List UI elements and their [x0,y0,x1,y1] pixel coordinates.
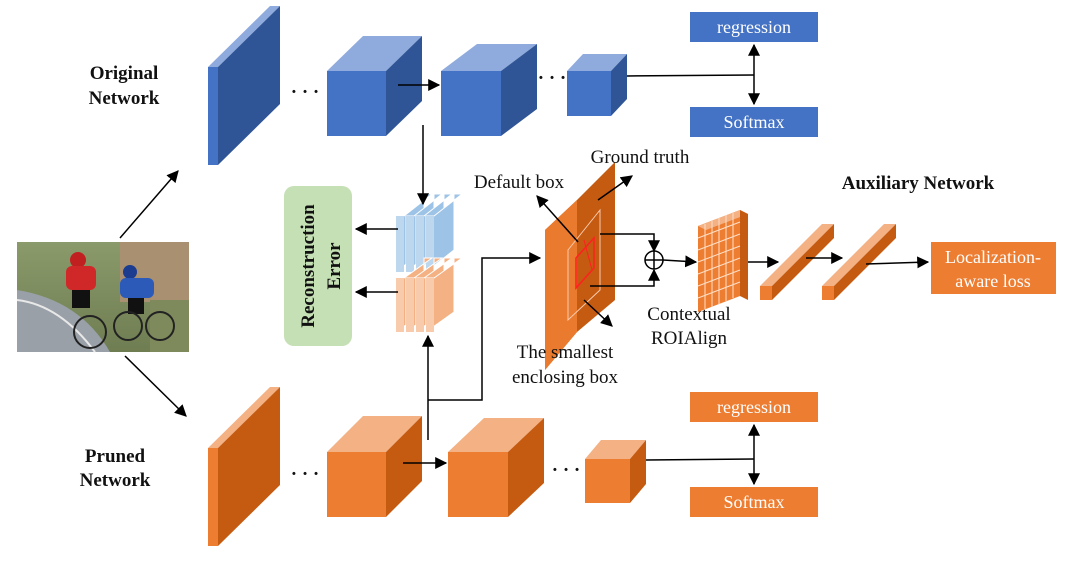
original-network-label-1: Original [90,63,159,84]
reconstruction-error-box [284,186,352,346]
arrow-image-to-original [119,170,179,239]
smallest-box-label-1: The smallest [517,342,614,363]
arrow-to-sum-bottom [590,268,660,287]
arrow-smallest-box [583,299,613,327]
auxiliary-network-label: Auxiliary Network [842,173,995,194]
auxiliary-fc-layers [760,224,896,300]
circled-plus-icon [644,250,664,270]
localization-loss-box [931,242,1056,294]
pruned-network-label-2: Network [80,470,151,491]
arrow-sum-to-grid [662,255,698,268]
arrow-default-box [536,195,579,243]
ground-truth-label: Ground truth [591,147,690,168]
softmax-label-top: Softmax [724,112,785,132]
arrow-fc2-to-loss [865,256,930,269]
contextual-label-2: ROIAlign [651,328,728,349]
softmax-label-bottom: Softmax [724,492,785,512]
ellipsis-bottom-1: · · · [291,464,320,485]
roi-feature-map [545,162,615,370]
feature-maps-original [395,193,464,274]
loss-label-2: aware loss [955,271,1030,291]
arrow-pruned-to-roi-map [428,252,542,401]
line-to-heads-bottom [645,458,755,461]
input-image [16,242,189,353]
original-network [208,6,627,165]
line-to-heads-top [626,74,755,77]
softmax-box-top [690,107,818,137]
regression-box-bottom [690,392,818,422]
original-network-label-2: Network [89,88,160,109]
arrow-image-to-pruned [124,355,187,417]
ellipsis-top-2: · · · [538,68,567,89]
contextual-label-1: Contextual [647,304,730,325]
loss-label-1: Localization- [945,247,1041,267]
regression-box-top [690,12,818,42]
regression-label-bottom: regression [717,397,791,417]
default-box-label: Default box [474,172,565,193]
smallest-box-label-2: enclosing box [512,367,619,388]
ellipsis-top-1: · · · [291,82,320,103]
pruned-network [208,387,646,546]
softmax-box-bottom [690,487,818,517]
arrow-to-sum-top [600,233,660,253]
roi-aligned-grid [697,210,748,312]
arrow-ground-truth [597,175,633,201]
regression-label-top: regression [717,17,791,37]
feature-maps-pruned [395,257,464,333]
pruned-network-label-1: Pruned [85,446,146,467]
ellipsis-bottom-2: · · · [552,460,581,481]
